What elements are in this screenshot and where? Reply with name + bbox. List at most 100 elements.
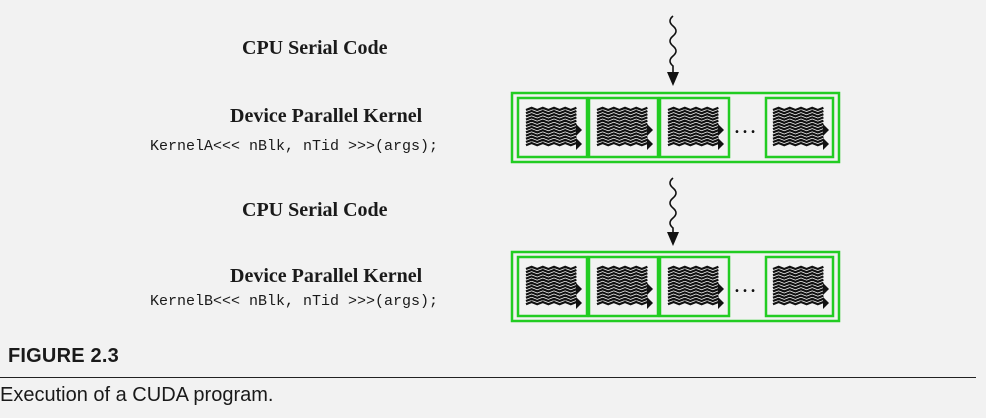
- thread-line: [667, 129, 719, 134]
- device-parallel-kernel-label-b: Device Parallel Kernel: [230, 265, 423, 287]
- thread-bundle: [596, 265, 653, 309]
- thread-bundle: [667, 106, 724, 150]
- thread-line: [772, 129, 824, 134]
- thread-line: [596, 278, 648, 283]
- serial-arrow-2: [667, 177, 679, 246]
- thread-line: [772, 284, 824, 290]
- thread-line: [596, 300, 648, 306]
- thread-arrowhead: [647, 283, 653, 295]
- cpu-serial-code-label-1: CPU Serial Code: [242, 37, 388, 59]
- thread-bundle: [772, 265, 829, 309]
- thread-line: [525, 288, 577, 293]
- thread-line: [772, 272, 824, 277]
- thread-line: [772, 265, 824, 271]
- thread-line: [772, 122, 824, 128]
- cuda-execution-diagram: CPU Serial Code Device Parallel Kernel K…: [150, 15, 841, 323]
- thread-arrowhead: [576, 297, 582, 309]
- thread-arrowhead: [823, 138, 829, 150]
- thread-line: [667, 284, 719, 290]
- thread-line: [596, 272, 648, 277]
- thread-line: [596, 281, 648, 287]
- thread-line: [596, 116, 648, 121]
- cpu-serial-code-label-2: CPU Serial Code: [242, 199, 388, 221]
- thread-line: [596, 275, 648, 280]
- thread-line: [525, 122, 577, 128]
- thread-line: [525, 278, 577, 283]
- thread-line: [772, 119, 824, 124]
- thread-line: [596, 268, 648, 274]
- thread-arrowhead: [576, 283, 582, 295]
- thread-line: [525, 284, 577, 290]
- thread-line: [667, 268, 719, 274]
- thread-line: [772, 278, 824, 283]
- thread-arrowhead: [823, 124, 829, 136]
- thread-line: [772, 268, 824, 274]
- thread-line: [772, 294, 824, 299]
- thread-line: [596, 106, 648, 112]
- thread-line: [596, 288, 648, 293]
- thread-block-b2: [587, 255, 660, 318]
- thread-block-a2: [587, 96, 660, 159]
- thread-arrowhead: [647, 138, 653, 150]
- thread-block-b1: [516, 255, 589, 318]
- device-parallel-kernel-label-a: Device Parallel Kernel: [230, 105, 423, 127]
- thread-line: [596, 109, 648, 115]
- thread-line: [596, 265, 648, 271]
- thread-arrowhead: [823, 283, 829, 295]
- thread-line: [667, 125, 719, 131]
- figure-caption: Execution of a CUDA program.: [0, 384, 274, 406]
- thread-line: [772, 106, 824, 112]
- thread-arrowhead: [718, 283, 724, 295]
- kernel-a-launch-code: KernelA<<< nBlk, nTid >>>(args);: [150, 138, 439, 155]
- thread-line: [667, 116, 719, 121]
- thread-line: [525, 294, 577, 299]
- serial-arrow-1: [667, 15, 679, 86]
- thread-line: [667, 119, 719, 124]
- ellipsis-a: …: [733, 113, 757, 139]
- thread-line: [772, 113, 824, 118]
- thread-line: [667, 106, 719, 112]
- thread-bundle: [525, 106, 582, 150]
- thread-line: [667, 291, 719, 296]
- thread-line: [772, 138, 824, 144]
- thread-arrowhead: [718, 297, 724, 309]
- thread-line: [525, 129, 577, 134]
- thread-line: [525, 281, 577, 287]
- thread-line: [667, 109, 719, 115]
- thread-block-a1: [516, 96, 589, 159]
- thread-line: [525, 265, 577, 271]
- thread-line: [596, 113, 648, 118]
- thread-line: [596, 125, 648, 131]
- thread-line: [525, 116, 577, 121]
- thread-line: [667, 278, 719, 283]
- thread-line: [596, 119, 648, 124]
- thread-line: [596, 132, 648, 137]
- thread-line: [667, 135, 719, 140]
- thread-line: [667, 294, 719, 299]
- thread-arrowhead: [823, 297, 829, 309]
- figure-label: FIGURE 2.3: [8, 345, 119, 367]
- thread-line: [667, 132, 719, 137]
- thread-line: [772, 281, 824, 287]
- thread-line: [772, 300, 824, 306]
- thread-line: [772, 297, 824, 303]
- thread-line: [525, 138, 577, 144]
- thread-line: [525, 275, 577, 280]
- figure-divider: [0, 377, 976, 378]
- thread-line: [772, 135, 824, 140]
- thread-line: [667, 288, 719, 293]
- thread-line: [772, 288, 824, 293]
- thread-line: [772, 291, 824, 296]
- thread-line: [525, 300, 577, 306]
- thread-bundle: [525, 265, 582, 309]
- thread-line: [525, 125, 577, 131]
- thread-line: [772, 109, 824, 115]
- thread-line: [596, 138, 648, 144]
- thread-line: [667, 122, 719, 128]
- thread-line: [596, 297, 648, 303]
- thread-line: [772, 132, 824, 137]
- thread-bundle: [772, 106, 829, 150]
- thread-arrowhead: [647, 297, 653, 309]
- thread-bundle: [596, 106, 653, 150]
- thread-line: [525, 272, 577, 277]
